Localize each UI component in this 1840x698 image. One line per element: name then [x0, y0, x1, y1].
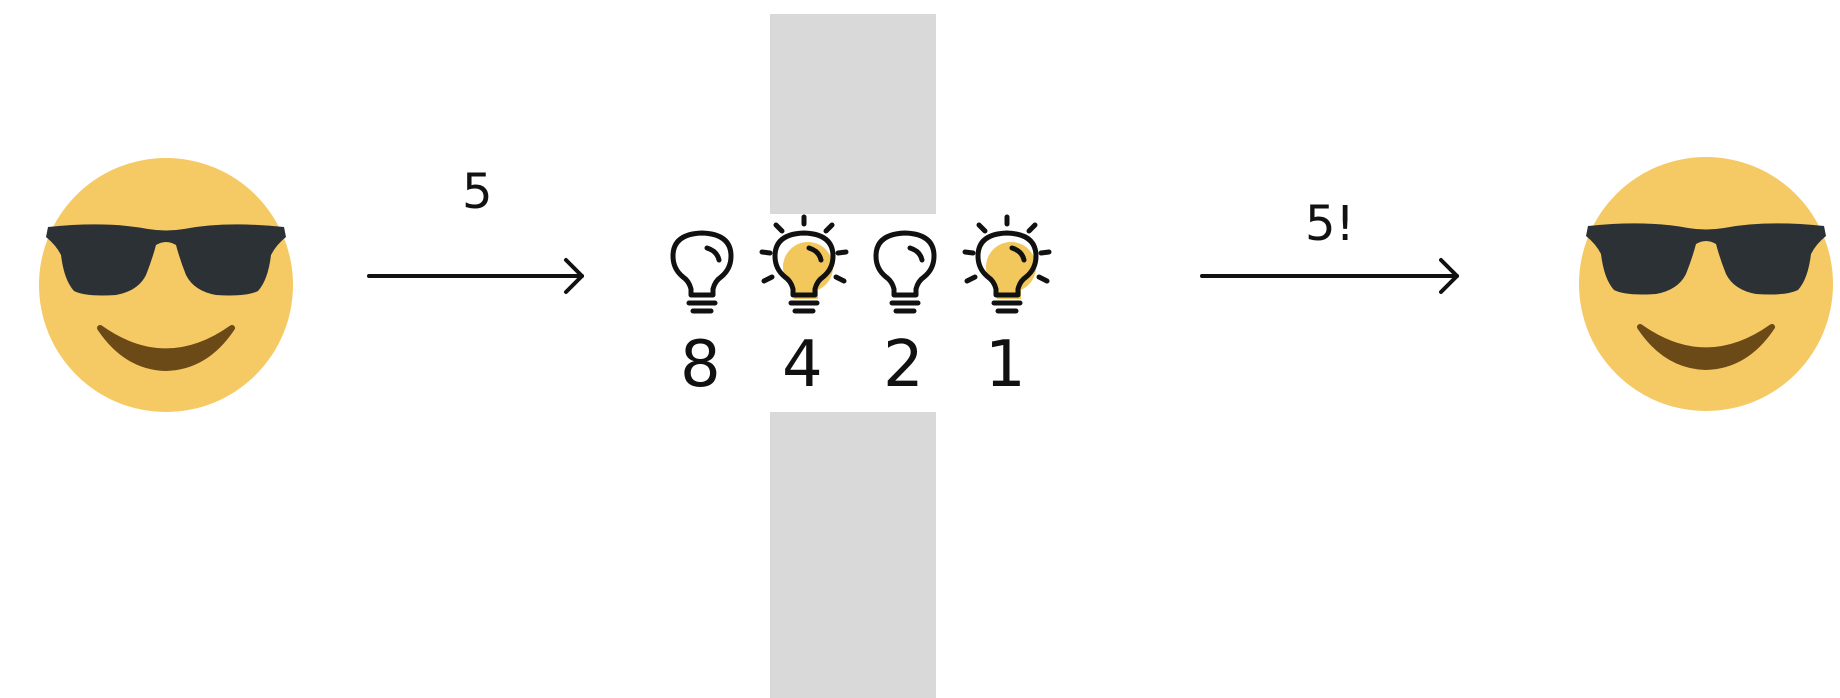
bulb-value-label: 4: [782, 328, 823, 402]
wall-top: [770, 14, 936, 214]
bulb-value-label: 8: [680, 328, 721, 402]
arrow-in: [367, 258, 584, 294]
bulb-value-label: 2: [883, 328, 924, 402]
bulb-row: [670, 214, 1052, 314]
lit-bulb-icon: [759, 214, 849, 314]
bulb-value-label: 1: [985, 328, 1026, 402]
arrow-out: [1200, 258, 1459, 294]
lit-bulb-icon: [962, 214, 1052, 314]
message-in-label: 5: [462, 164, 493, 220]
message-out-label: 5!: [1305, 196, 1355, 252]
receiver-emoji-icon: [1579, 157, 1833, 411]
unlit-bulb-icon: [670, 230, 734, 314]
sender-emoji-icon: [39, 158, 293, 412]
wall-bottom: [770, 412, 936, 698]
unlit-bulb-icon: [873, 230, 937, 314]
